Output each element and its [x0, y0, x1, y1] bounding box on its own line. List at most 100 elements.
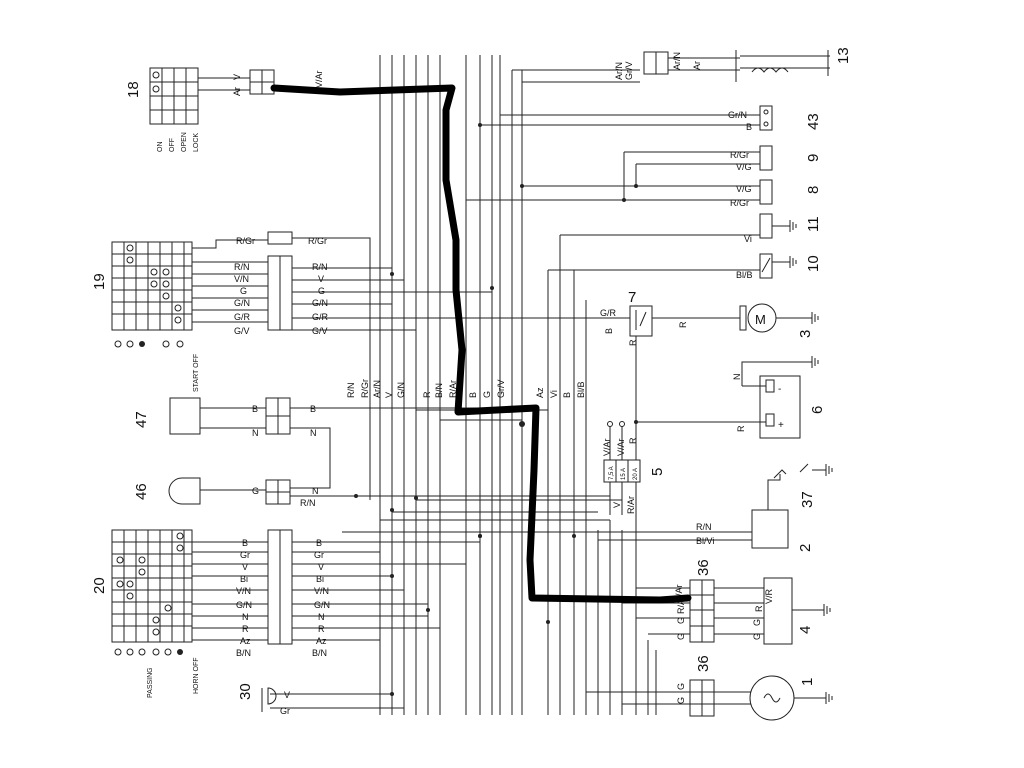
wire-label-RN-46: R/N	[300, 498, 316, 508]
starter-motor-3: M R 3	[678, 303, 819, 338]
component-37: 37	[767, 463, 833, 510]
wire-label-ArN-13: Ar/N	[614, 62, 624, 80]
wire-label-VG-8: V/G	[736, 184, 752, 194]
fuse-box-5: 7,5 A 15 A 20 A V/Ar V/Ar R V R/Ar 5	[602, 421, 666, 515]
switch20-icons	[114, 648, 183, 656]
wire-label-GV-19a: G/V	[234, 326, 250, 336]
bus-labels: R/N R/Gr Ar/N V G/N R B/N R/Ar B G Gr/V …	[346, 379, 586, 398]
wire-label-G-19a: G	[240, 286, 247, 296]
bus-label-Vi: Vi	[549, 390, 559, 398]
wire-label-RN-19a: R/N	[234, 262, 250, 272]
wire-label-VN-19: V/N	[234, 274, 249, 284]
relay-7: G/R B R 7	[560, 289, 740, 346]
component-number-43: 43	[805, 113, 822, 130]
bus-label-BlB: Bl/B	[576, 381, 586, 398]
wire-label-RAr-36: R/Ar	[676, 596, 686, 614]
wire-label-Ar18: Ar	[232, 87, 242, 96]
wire-label-B-47a: B	[252, 404, 258, 414]
component-number-8: 8	[805, 186, 822, 194]
wire-label-GN-20a: G/N	[236, 600, 252, 610]
wire-label-VAr-top: V/Ar	[314, 70, 324, 88]
wire-label-G-19b: G	[318, 286, 325, 296]
bus-label-RN: R/N	[346, 383, 356, 399]
wire-label-N-46: N	[312, 486, 319, 496]
switch-43: Gr/N B 43	[478, 105, 822, 132]
wire-label-RAr-5: R/Ar	[626, 496, 636, 514]
component-number-10: 10	[805, 255, 822, 272]
component-46: G N R/N 46	[133, 477, 358, 508]
component-number-13: 13	[835, 47, 852, 64]
bus-label-ArN: Ar/N	[372, 380, 382, 398]
wire-label-VAr-5b: V/Ar	[616, 438, 626, 456]
switch18-label-lock: LOCK	[193, 133, 200, 152]
bus-label-B: B	[468, 392, 478, 398]
wire-label-RGr-9: R/Gr	[730, 150, 749, 160]
wire-label-B-20b: B	[316, 538, 322, 548]
bus-label-V: V	[384, 392, 394, 398]
wire-label-Gr-20b: Gr	[314, 550, 324, 560]
bus-label-B2: B	[562, 392, 572, 398]
wire-label-N-47b: N	[310, 428, 317, 438]
wire-label-ArN-13b: Ar/N	[672, 52, 682, 70]
component-number-9: 9	[805, 154, 822, 162]
component-number-1: 1	[799, 678, 816, 686]
wire-label-GN-20b: G/N	[314, 600, 330, 610]
wire-label-VN-20a: V/N	[236, 586, 251, 596]
switch19-label-start-off: START OFF	[193, 354, 200, 392]
bus-wires	[379, 55, 657, 715]
wire-label-RGr-8: R/Gr	[730, 198, 749, 208]
wire-label-Az-20b: Az	[316, 636, 327, 646]
component-number-4: 4	[797, 626, 814, 634]
ignition-switch-18: V Ar 18 ON OFF OPEN LOCK V/Ar	[125, 67, 324, 152]
wire-label-GN-19b: G/N	[312, 298, 328, 308]
wire-label-B-7: B	[604, 328, 614, 334]
bus-label-RAr: R/Ar	[448, 380, 458, 398]
wire-label-B-20a: B	[242, 538, 248, 548]
wire-label-V18: V	[232, 74, 242, 80]
wire-label-VG-9: V/G	[736, 162, 752, 172]
wire-label-V-20b: V	[318, 562, 324, 572]
wire-label-R-4: R	[754, 605, 764, 612]
battery-plus: +	[778, 420, 784, 431]
wire-label-Bi-20b: Bi	[316, 574, 324, 584]
wire-label-G-36a: G	[676, 617, 686, 624]
wire-label-GrV-13: Gr/V	[624, 61, 634, 80]
component-number-36b: 36	[695, 655, 712, 672]
wire-label-GrN-43: Gr/N	[728, 110, 747, 120]
wire-label-VAr-36: V/Ar	[674, 584, 684, 602]
bus-label-G: G	[482, 391, 492, 398]
component-13: Ar/N Gr/V Ar/N Ar 13	[512, 47, 852, 83]
wire-label-GV-19b: G/V	[312, 326, 328, 336]
wire-label-VAr-5a: V/Ar	[602, 438, 612, 456]
wire-label-Az-20a: Az	[240, 636, 251, 646]
wire-label-G-1a: G	[676, 683, 686, 690]
wire-label-BlVi-2: Bl/Vi	[696, 536, 714, 546]
switch18-label-open: OPEN	[181, 132, 188, 152]
wire-label-B-43: B	[746, 122, 752, 132]
wire-label-G-36b: G	[676, 633, 686, 640]
wire-label-N-20a: N	[242, 612, 249, 622]
wire-label-V-30: V	[284, 690, 290, 700]
switch-20: B B Gr Gr V V Bi Bi V/N V/N G/N G/N N N …	[91, 529, 482, 715]
battery-minus: -	[778, 384, 781, 395]
regulator-4: V/R R G G V/Ar R/Ar G G 36 4	[622, 559, 831, 645]
component-number-6: 6	[809, 406, 826, 414]
wire-label-G-1b: G	[676, 697, 686, 704]
wire-label-R-5: R	[628, 437, 638, 444]
control-unit-2: R/N Bl/Vi 2	[342, 509, 814, 552]
wire-label-BN-20b: B/N	[312, 648, 327, 658]
wire-label-GR-19b: G/R	[312, 312, 329, 322]
component-47: B B N N 47	[133, 397, 480, 489]
switch19-icons	[114, 340, 184, 348]
wire-label-GN-19a: G/N	[234, 298, 250, 308]
wire-label-RN-2: R/N	[696, 522, 712, 532]
wire-label-GR-7: G/R	[600, 308, 617, 318]
wire-label-Gr-30: Gr	[280, 706, 290, 716]
switch20-label-horn-off: HORN OFF	[193, 657, 200, 694]
component-number-19: 19	[91, 273, 108, 290]
wire-label-N-47a: N	[252, 428, 259, 438]
wire-label-VN-20b: V/N	[314, 586, 329, 596]
component-30: V Gr 30	[237, 683, 404, 716]
wire-label-R-20a: R	[242, 624, 249, 634]
